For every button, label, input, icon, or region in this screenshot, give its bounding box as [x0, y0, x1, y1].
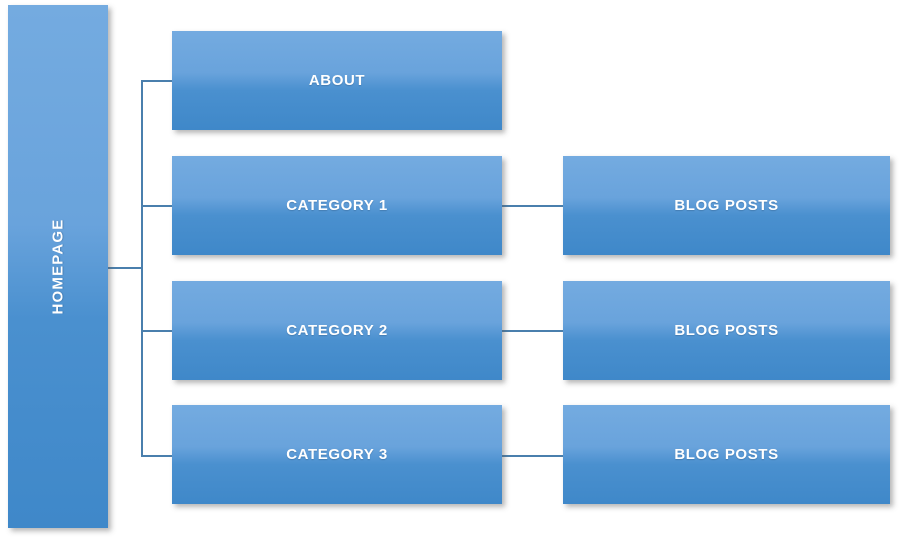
connector-trunk-to-about: [141, 80, 173, 82]
node-category-2[interactable]: CATEGORY 2: [172, 281, 502, 380]
connector-homepage-to-trunk: [108, 267, 142, 269]
node-category-3[interactable]: CATEGORY 3: [172, 405, 502, 504]
node-blog-posts-3[interactable]: BLOG POSTS: [563, 405, 890, 504]
connector-category-3-to-blog-posts: [502, 455, 564, 457]
node-category-1[interactable]: CATEGORY 1: [172, 156, 502, 255]
node-blog-posts-1-label: BLOG POSTS: [674, 197, 779, 214]
node-blog-posts-1[interactable]: BLOG POSTS: [563, 156, 890, 255]
node-blog-posts-2[interactable]: BLOG POSTS: [563, 281, 890, 380]
node-category-2-label: CATEGORY 2: [286, 322, 388, 339]
connector-vertical-trunk: [141, 80, 143, 456]
node-about-label: ABOUT: [308, 72, 366, 89]
connector-trunk-to-category-3: [141, 455, 173, 457]
node-category-1-label: CATEGORY 1: [286, 197, 388, 214]
connector-category-1-to-blog-posts: [502, 205, 564, 207]
connector-trunk-to-category-2: [141, 330, 173, 332]
connector-trunk-to-category-1: [141, 205, 173, 207]
node-homepage-label: HOMEPAGE: [49, 218, 67, 315]
node-category-3-label: CATEGORY 3: [286, 446, 388, 463]
connector-category-2-to-blog-posts: [502, 330, 564, 332]
node-blog-posts-3-label: BLOG POSTS: [674, 446, 779, 463]
node-homepage[interactable]: HOMEPAGE: [8, 5, 108, 528]
node-blog-posts-2-label: BLOG POSTS: [674, 322, 779, 339]
node-about[interactable]: ABOUT: [172, 31, 502, 130]
